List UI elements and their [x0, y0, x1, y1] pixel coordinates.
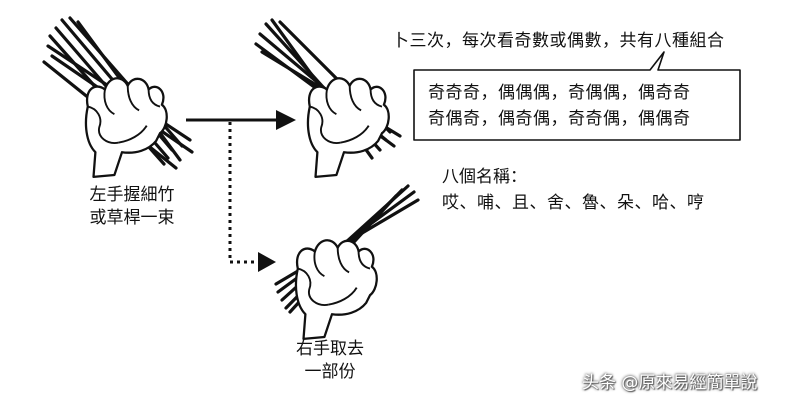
- left-hand-with-bundle-icon: [42, 16, 194, 179]
- right-hand-with-bundle-icon: [254, 18, 402, 179]
- solid-arrow: [186, 110, 296, 130]
- right-caption-line-1: 右手取去: [296, 339, 364, 359]
- dotted-arrow: [228, 122, 276, 272]
- combinations-line-1: 奇奇奇，偶偶偶，奇偶偶，偶奇奇: [428, 83, 691, 103]
- names-list: 哎、哺、且、舍、魯、朵、哈、哼: [442, 193, 705, 213]
- watermark: 头条 @原來易經簡單說: [582, 373, 758, 393]
- combinations-bubble: [413, 51, 741, 141]
- left-caption-line-2: 或草桿一束: [89, 208, 175, 228]
- right-caption-line-2: 一部份: [304, 362, 356, 382]
- hand-taking-sticks-icon: [274, 184, 420, 341]
- left-caption-line-1: 左手握細竹: [89, 185, 175, 205]
- bubble-title: 卜三次，每次看奇數或偶數，共有八種組合: [392, 31, 725, 51]
- combinations-line-2: 奇偶奇，偶奇偶，奇奇偶，偶偶奇: [428, 109, 691, 129]
- names-heading: 八個名稱：: [442, 167, 527, 187]
